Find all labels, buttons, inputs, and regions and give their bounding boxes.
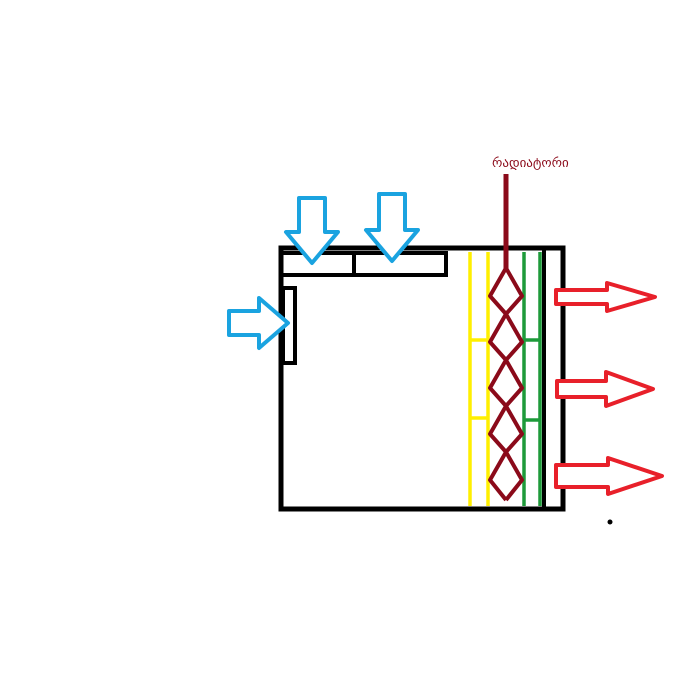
arrow-down-icon [364,192,420,263]
arrow-right-icon [227,296,290,350]
arrow-down-icon [284,196,340,265]
radiator-label: რადიატორი [492,156,569,171]
arrow-right-icon [554,456,664,496]
green-panel [522,252,542,506]
arrow-right-icon [555,370,655,408]
unit-housing [278,245,566,512]
yellow-filter [468,252,490,506]
arrow-right-icon [554,281,657,313]
radiator-coils [488,267,524,502]
stray-dot [607,519,613,525]
top-vent-right [352,251,448,277]
